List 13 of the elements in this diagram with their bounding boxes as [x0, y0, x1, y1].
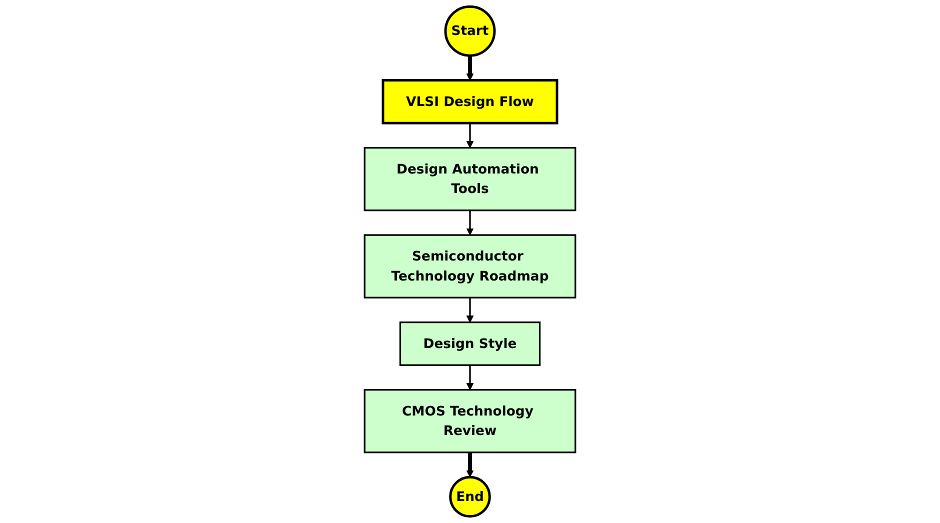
node-circle: Start	[444, 5, 496, 57]
arrow	[466, 365, 474, 390]
arrow	[466, 123, 474, 148]
node-box: VLSI Design Flow	[382, 79, 558, 124]
node-box: Design Style	[399, 321, 541, 366]
node-box: Design Automation Tools	[364, 146, 576, 212]
arrow	[466, 298, 474, 323]
arrow	[466, 210, 474, 236]
node-circle: End	[449, 476, 491, 518]
node-box: Semiconductor Technology Roadmap	[364, 234, 576, 298]
arrow	[466, 452, 474, 478]
arrow	[466, 56, 474, 81]
node-box: CMOS Technology Review	[364, 389, 576, 454]
